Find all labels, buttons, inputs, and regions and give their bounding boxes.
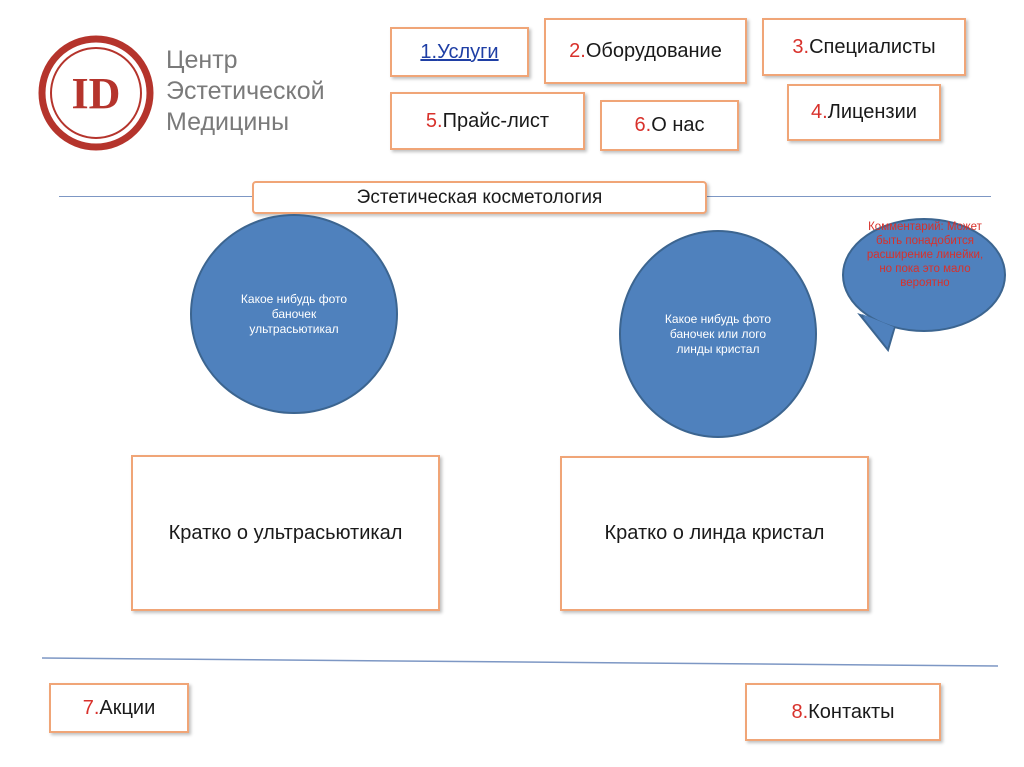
logo-mark: ID [38, 35, 154, 151]
product-summary-ultraceuticals[interactable]: Кратко о ультрасьютикал [131, 455, 440, 611]
product-photo-text: Какое нибудь фото баночек ультрасьютикал [240, 291, 348, 336]
section-title: Эстетическая косметология [252, 181, 707, 214]
nav-pricelist-number: 5. [425, 109, 443, 132]
nav-promotions-button[interactable]: 7.Акции [49, 683, 189, 733]
nav-about-button[interactable]: 6.О нас [600, 100, 739, 151]
nav-contacts-number: 8. [791, 700, 809, 723]
nav-about-label: О нас [651, 114, 705, 136]
product-summary-linda-crystal[interactable]: Кратко о линда кристал [560, 456, 869, 611]
nav-services-button[interactable]: 1.Услуги [390, 27, 529, 77]
nav-equipment-label: Оборудование [585, 39, 722, 62]
nav-about-number: 6. [634, 114, 652, 136]
product-photo-placeholder-ultraceuticals: Какое нибудь фото баночек ультрасьютикал [190, 214, 398, 414]
product-photo-placeholder-linda-crystal: Какое нибудь фото баночек или лого линды… [619, 230, 817, 438]
nav-specialists-label: Специалисты [809, 35, 936, 58]
nav-pricelist-label: Прайс-лист [442, 109, 550, 132]
section-divider-bottom [42, 657, 999, 667]
nav-pricelist-button[interactable]: 5.Прайс-лист [390, 92, 585, 150]
product-summary-text: Кратко о линда кристал [604, 522, 825, 544]
nav-licenses-label: Лицензии [827, 101, 917, 123]
section-title-text: Эстетическая косметология [356, 186, 603, 208]
logo-line-1: Центр [166, 46, 238, 74]
nav-services-number: 1. [420, 40, 438, 63]
product-photo-text: Какое нибудь фото баночек или лого линды… [664, 311, 772, 356]
nav-services-label[interactable]: Услуги [437, 40, 499, 63]
nav-equipment-number: 2. [569, 39, 586, 62]
logo-text: Центр Эстетической Медицины [166, 45, 325, 138]
comment-bubble [842, 218, 1006, 353]
logo-line-2: Эстетической [166, 77, 325, 105]
nav-licenses-button[interactable]: 4.Лицензии [787, 84, 941, 141]
nav-specialists-button[interactable]: 3.Специалисты [762, 18, 966, 76]
nav-specialists-number: 3. [792, 35, 810, 58]
nav-licenses-number: 4. [811, 101, 828, 123]
logo: ID Центр Эстетической Медицины [36, 33, 356, 153]
nav-contacts-button[interactable]: 8.Контакты [745, 683, 941, 741]
logo-line-3: Медицины [166, 108, 290, 136]
comment-bubble-text: Комментарий: Может быть понадобится расш… [866, 221, 984, 289]
nav-contacts-label: Контакты [808, 700, 895, 723]
nav-promotions-number: 7. [82, 696, 100, 719]
nav-equipment-button[interactable]: 2.Оборудование [544, 18, 747, 84]
logo-monogram: ID [72, 69, 121, 118]
product-summary-text: Кратко о ультрасьютикал [168, 521, 403, 544]
nav-promotions-label: Акции [99, 696, 156, 719]
